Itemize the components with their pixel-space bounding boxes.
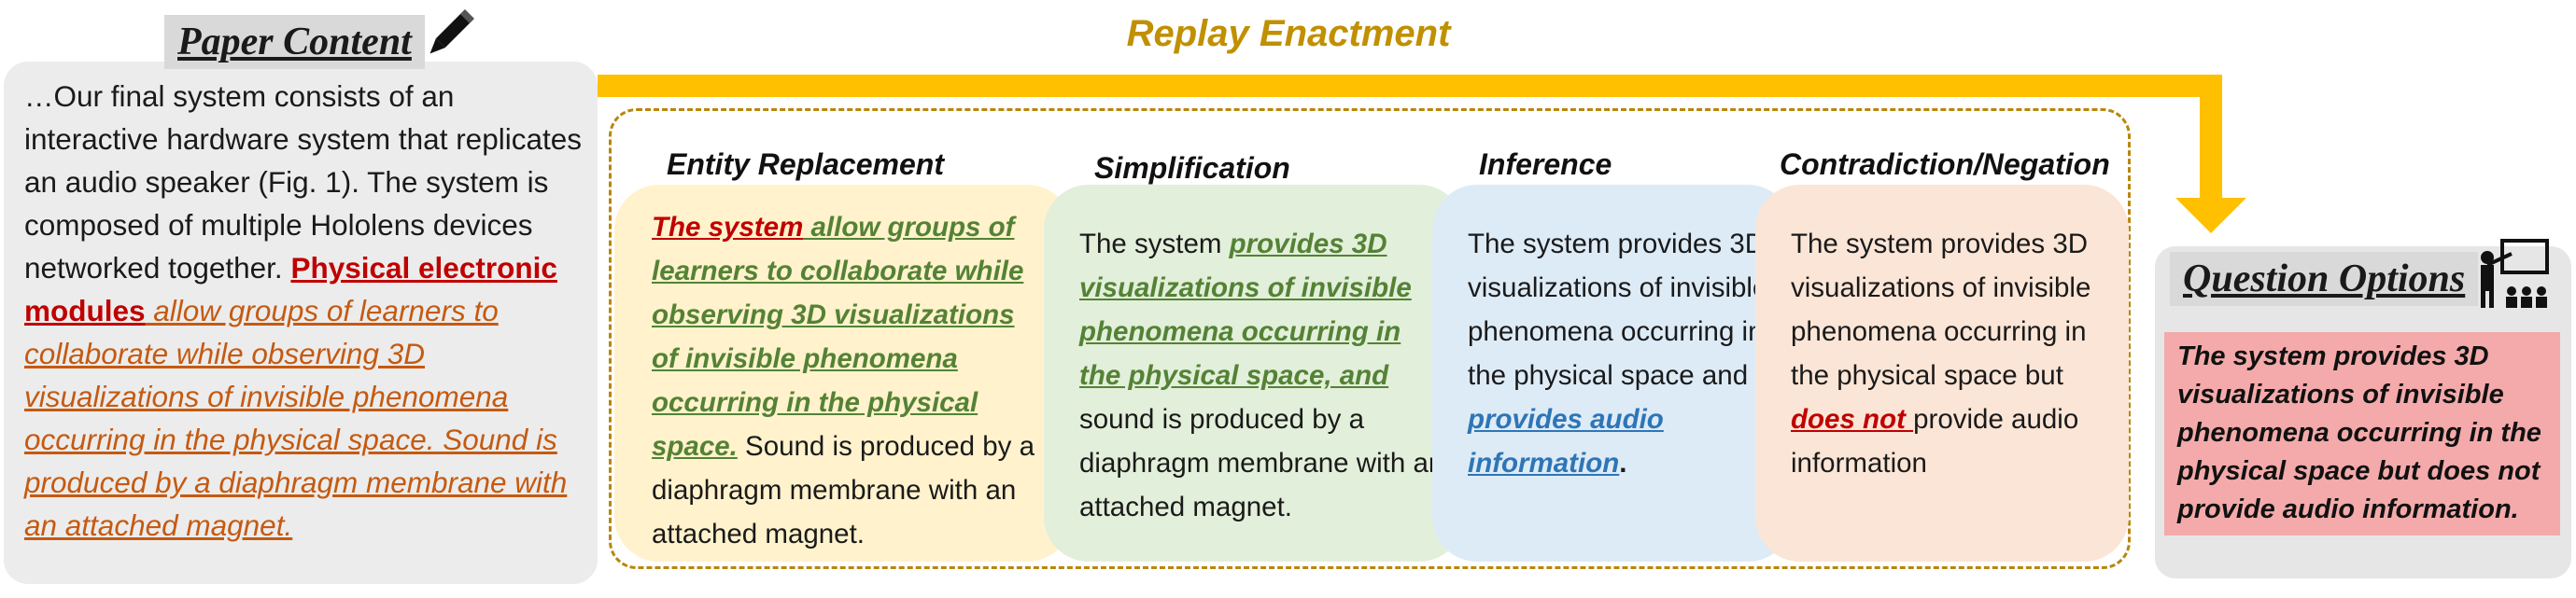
entity-emph: allow groups of learners to collaborate … — [652, 212, 1024, 462]
card-inference: The system provides 3D visualizations of… — [1432, 185, 1793, 562]
contra-pre: The system provides 3D visualizations of… — [1791, 229, 2091, 391]
label-entity-replacement: Entity Replacement — [667, 147, 944, 181]
contra-rest: provide audio information — [1791, 404, 2079, 479]
paper-content-panel — [4, 62, 598, 584]
card-contradiction-negation: The system provides 3D visualizations of… — [1755, 185, 2129, 562]
contra-emph: does not — [1791, 404, 1914, 435]
paper-emph-subject: Physical electronic modules — [24, 251, 557, 327]
card-simplification: The system provides 3D visualizations of… — [1044, 185, 1464, 562]
inf-pre: The system provides 3D visualizations of… — [1468, 229, 1768, 391]
replay-enactment-title: Replay Enactment — [1126, 13, 1451, 54]
paper-content-text: …Our final system consists of an interac… — [24, 75, 584, 547]
simp-rest: sound is produced by a diaphragm membran… — [1079, 404, 1444, 522]
paper-content-heading: Paper Content — [164, 15, 425, 69]
label-inference: Inference — [1479, 147, 1612, 181]
inf-post: . — [1619, 448, 1627, 479]
label-contradiction-negation: Contradiction/Negation — [1780, 147, 2110, 181]
question-option-1[interactable]: The system provides 3D visualizations of… — [2164, 332, 2560, 535]
question-options-heading: Question Options — [2170, 252, 2479, 306]
simp-emph: provides 3D visualizations of invisible … — [1079, 229, 1412, 391]
teacher-presentation-icon — [2481, 239, 2549, 308]
entity-rest: Sound is produced by a diaphragm membran… — [652, 431, 1035, 549]
entity-subject: The system — [652, 212, 804, 243]
simp-pre: The system — [1079, 229, 1230, 259]
label-simplification: Simplification — [1094, 151, 1290, 185]
card-entity-replacement: The system allow groups of learners to c… — [614, 185, 1072, 562]
pencil-icon — [429, 9, 474, 54]
paper-intro: …Our final system consists of an interac… — [24, 79, 583, 285]
paper-emph-rest: allow groups of learners to collaborate … — [24, 294, 568, 542]
replay-enactment-frame — [609, 108, 2131, 569]
inf-emph: provides audio information — [1468, 404, 1664, 479]
